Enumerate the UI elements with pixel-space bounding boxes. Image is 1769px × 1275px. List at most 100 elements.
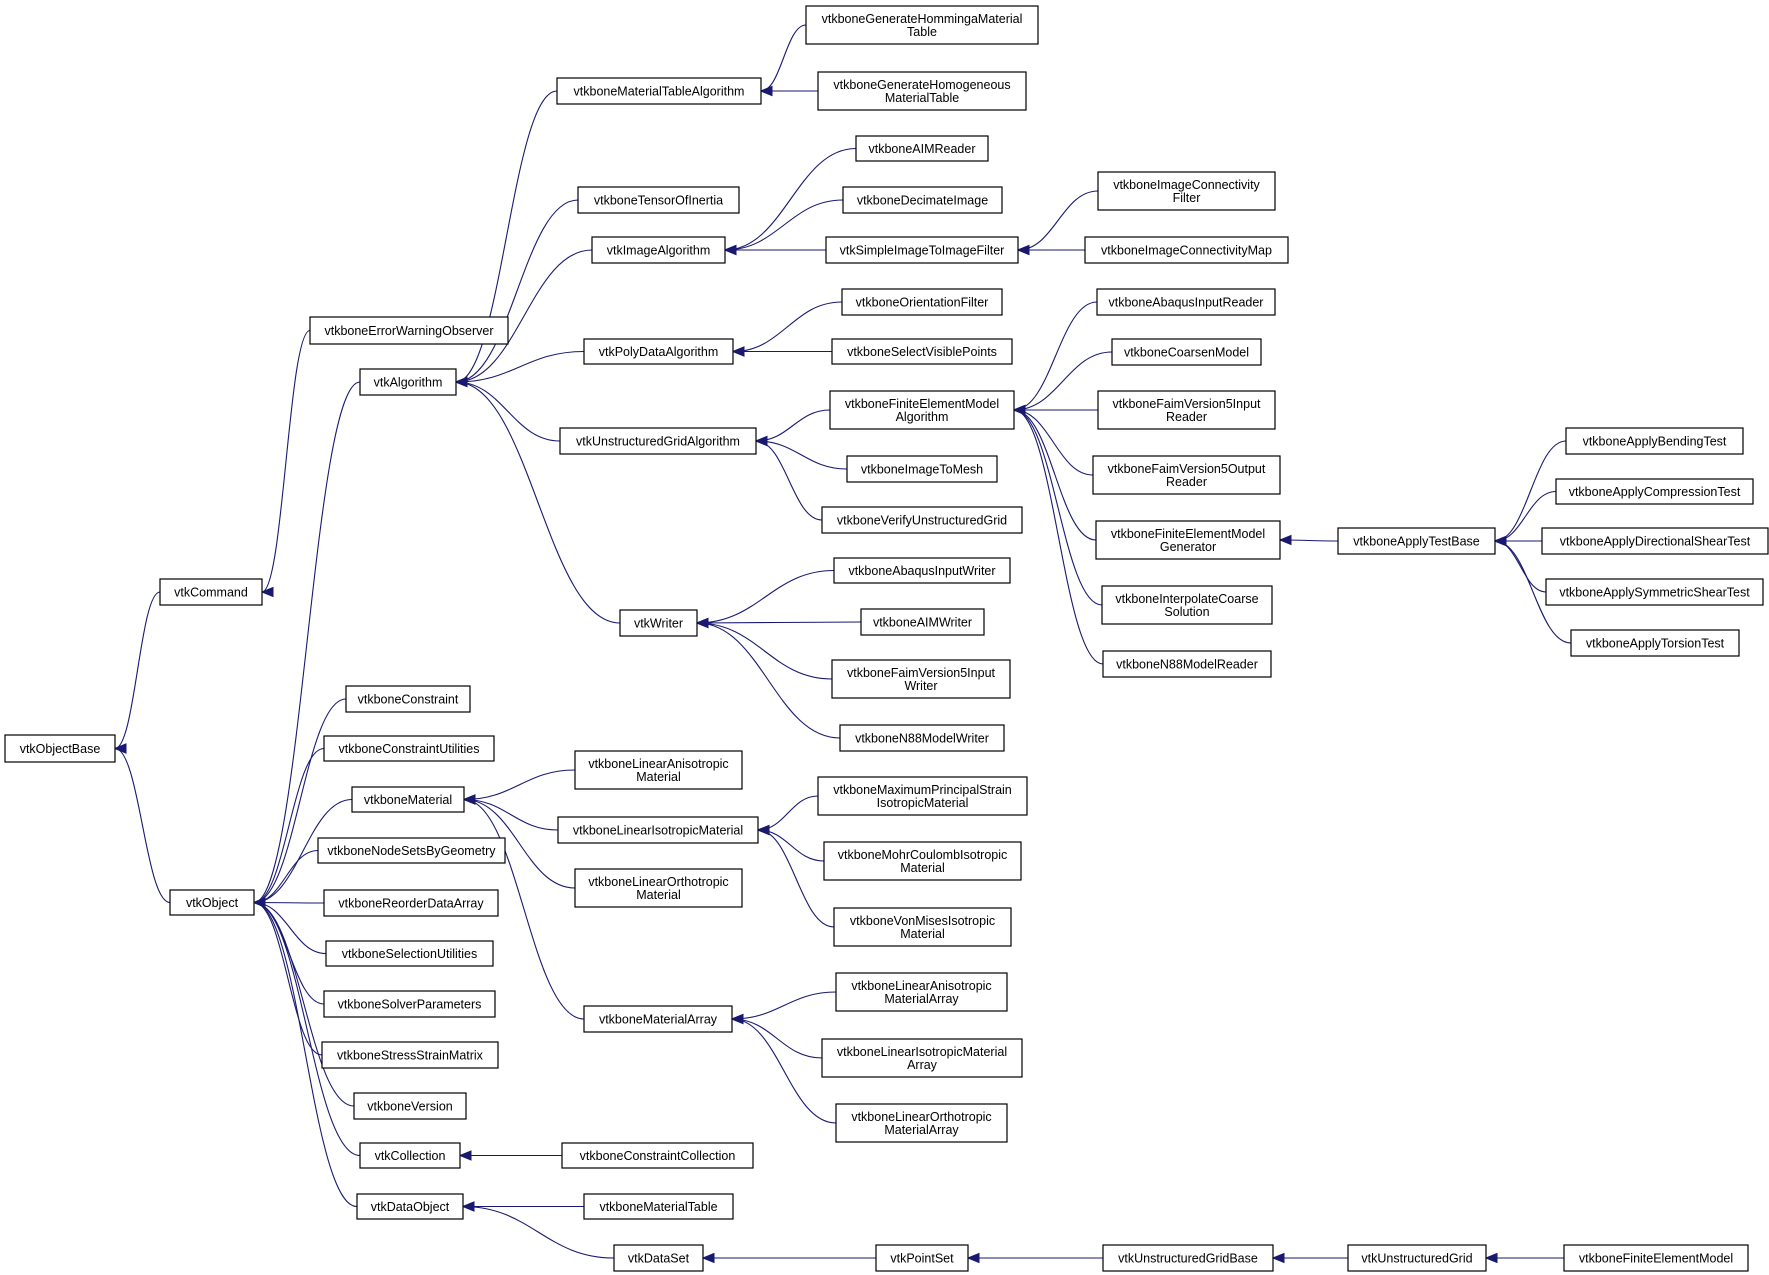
class-box[interactable] bbox=[561, 1142, 754, 1169]
class-box[interactable] bbox=[875, 1244, 969, 1272]
class-box[interactable] bbox=[591, 236, 726, 264]
class-node-vtk-image-algorithm[interactable]: vtkImageAlgorithm bbox=[591, 236, 726, 264]
class-node-vtkbone-coarsen-model[interactable]: vtkboneCoarsenModel bbox=[1111, 338, 1262, 366]
class-node-vtkbone-material[interactable]: vtkboneMaterial bbox=[351, 786, 465, 813]
class-box[interactable] bbox=[1545, 578, 1764, 606]
class-box[interactable] bbox=[619, 609, 698, 637]
class-node-vtk-command[interactable]: vtkCommand bbox=[159, 578, 263, 606]
class-box[interactable] bbox=[577, 186, 740, 214]
class-node-vtkbone-n88-model-writer[interactable]: vtkboneN88ModelWriter bbox=[839, 724, 1005, 752]
class-box[interactable] bbox=[1570, 629, 1740, 657]
class-box[interactable] bbox=[839, 724, 1005, 752]
class-box[interactable] bbox=[345, 685, 471, 713]
class-node-vtkbone-material-table[interactable]: vtkboneMaterialTable bbox=[583, 1193, 734, 1220]
class-node-vtkbone-apply-bending-test[interactable]: vtkboneApplyBendingTest bbox=[1565, 427, 1744, 455]
class-box[interactable] bbox=[835, 972, 1008, 1012]
class-box[interactable] bbox=[833, 907, 1012, 947]
class-box[interactable] bbox=[1111, 338, 1262, 366]
class-box[interactable] bbox=[1097, 390, 1276, 430]
class-node-vtkbone-maximum-principal-strain-isotropic-material[interactable]: vtkboneMaximumPrincipalStrainIsotropicMa… bbox=[817, 776, 1028, 816]
class-node-vtk-collection[interactable]: vtkCollection bbox=[359, 1142, 461, 1169]
class-box[interactable] bbox=[309, 316, 509, 345]
class-box[interactable] bbox=[574, 868, 743, 908]
class-node-vtkbone-aim-reader[interactable]: vtkboneAIMReader bbox=[855, 135, 989, 162]
class-node-vtkbone-apply-compression-test[interactable]: vtkboneApplyCompressionTest bbox=[1555, 478, 1754, 505]
class-box[interactable] bbox=[321, 1041, 499, 1069]
class-box[interactable] bbox=[835, 1103, 1008, 1143]
class-node-vtkbone-decimate-image[interactable]: vtkboneDecimateImage bbox=[842, 186, 1003, 214]
class-box[interactable] bbox=[817, 776, 1028, 816]
class-box[interactable] bbox=[317, 837, 506, 864]
class-node-vtkbone-apply-test-base[interactable]: vtkboneApplyTestBase bbox=[1337, 527, 1496, 555]
class-box[interactable] bbox=[1097, 171, 1276, 211]
class-box[interactable] bbox=[1565, 427, 1744, 455]
class-node-vtkbone-constraint-collection[interactable]: vtkboneConstraintCollection bbox=[561, 1142, 754, 1169]
class-node-vtkbone-node-sets-by-geometry[interactable]: vtkboneNodeSetsByGeometry bbox=[317, 837, 506, 864]
class-box[interactable] bbox=[1084, 236, 1289, 264]
class-node-vtkbone-tensor-of-inertia[interactable]: vtkboneTensorOfInertia bbox=[577, 186, 740, 214]
class-node-vtk-algorithm[interactable]: vtkAlgorithm bbox=[359, 368, 457, 396]
class-box[interactable] bbox=[842, 186, 1003, 214]
class-node-vtkbone-reorder-data-array[interactable]: vtkboneReorderDataArray bbox=[323, 889, 499, 917]
class-node-vtkbone-abaqus-input-reader[interactable]: vtkboneAbaqusInputReader bbox=[1096, 288, 1276, 316]
class-node-vtkbone-orientation-filter[interactable]: vtkboneOrientationFilter bbox=[841, 288, 1003, 316]
class-box[interactable] bbox=[829, 390, 1015, 430]
class-box[interactable] bbox=[613, 1244, 704, 1272]
class-box[interactable] bbox=[1102, 1244, 1274, 1272]
class-box[interactable] bbox=[1563, 1244, 1749, 1272]
class-node-vtk-unstructured-grid-algorithm[interactable]: vtkUnstructuredGridAlgorithm bbox=[559, 427, 757, 455]
class-node-vtk-unstructured-grid[interactable]: vtkUnstructuredGrid bbox=[1347, 1244, 1487, 1272]
class-box[interactable] bbox=[1337, 527, 1496, 555]
class-node-vtkbone-apply-torsion-test[interactable]: vtkboneApplyTorsionTest bbox=[1570, 629, 1740, 657]
class-box[interactable] bbox=[323, 735, 495, 762]
class-box[interactable] bbox=[1096, 288, 1276, 316]
class-box[interactable] bbox=[583, 1005, 733, 1033]
class-node-vtk-object-base[interactable]: vtkObjectBase bbox=[4, 734, 116, 763]
class-node-vtkbone-verify-unstructured-grid[interactable]: vtkboneVerifyUnstructuredGrid bbox=[821, 506, 1023, 534]
class-box[interactable] bbox=[805, 5, 1039, 45]
class-box[interactable] bbox=[583, 338, 734, 365]
class-box[interactable] bbox=[831, 338, 1013, 365]
class-box[interactable] bbox=[359, 368, 457, 396]
class-box[interactable] bbox=[169, 889, 255, 916]
class-box[interactable] bbox=[1102, 650, 1272, 678]
class-node-vtkbone-finite-element-model[interactable]: vtkboneFiniteElementModel bbox=[1563, 1244, 1749, 1272]
class-node-vtk-simple-image-to-image-filter[interactable]: vtkSimpleImageToImageFilter bbox=[825, 236, 1019, 264]
class-box[interactable] bbox=[833, 557, 1011, 584]
class-box[interactable] bbox=[860, 608, 985, 636]
class-box[interactable] bbox=[583, 1193, 734, 1220]
class-node-vtk-unstructured-grid-base[interactable]: vtkUnstructuredGridBase bbox=[1102, 1244, 1274, 1272]
class-box[interactable] bbox=[557, 816, 759, 844]
class-box[interactable] bbox=[325, 940, 494, 967]
class-node-vtk-writer[interactable]: vtkWriter bbox=[619, 609, 698, 637]
class-node-vtkbone-solver-parameters[interactable]: vtkboneSolverParameters bbox=[323, 990, 496, 1018]
class-box[interactable] bbox=[1541, 527, 1769, 555]
class-box[interactable] bbox=[323, 990, 496, 1018]
class-box[interactable] bbox=[359, 1142, 461, 1169]
class-node-vtkbone-constraint[interactable]: vtkboneConstraint bbox=[345, 685, 471, 713]
class-box[interactable] bbox=[574, 750, 743, 790]
class-node-vtk-point-set[interactable]: vtkPointSet bbox=[875, 1244, 969, 1272]
class-box[interactable] bbox=[825, 236, 1019, 264]
class-box[interactable] bbox=[159, 578, 263, 606]
class-node-vtkbone-image-connectivity-map[interactable]: vtkboneImageConnectivityMap bbox=[1084, 236, 1289, 264]
class-box[interactable] bbox=[855, 135, 989, 162]
class-box[interactable] bbox=[823, 841, 1022, 881]
class-box[interactable] bbox=[817, 71, 1027, 111]
class-box[interactable] bbox=[821, 1038, 1023, 1078]
class-box[interactable] bbox=[1092, 455, 1281, 495]
class-node-vtkbone-image-to-mesh[interactable]: vtkboneImageToMesh bbox=[846, 455, 998, 483]
class-box[interactable] bbox=[323, 889, 499, 917]
